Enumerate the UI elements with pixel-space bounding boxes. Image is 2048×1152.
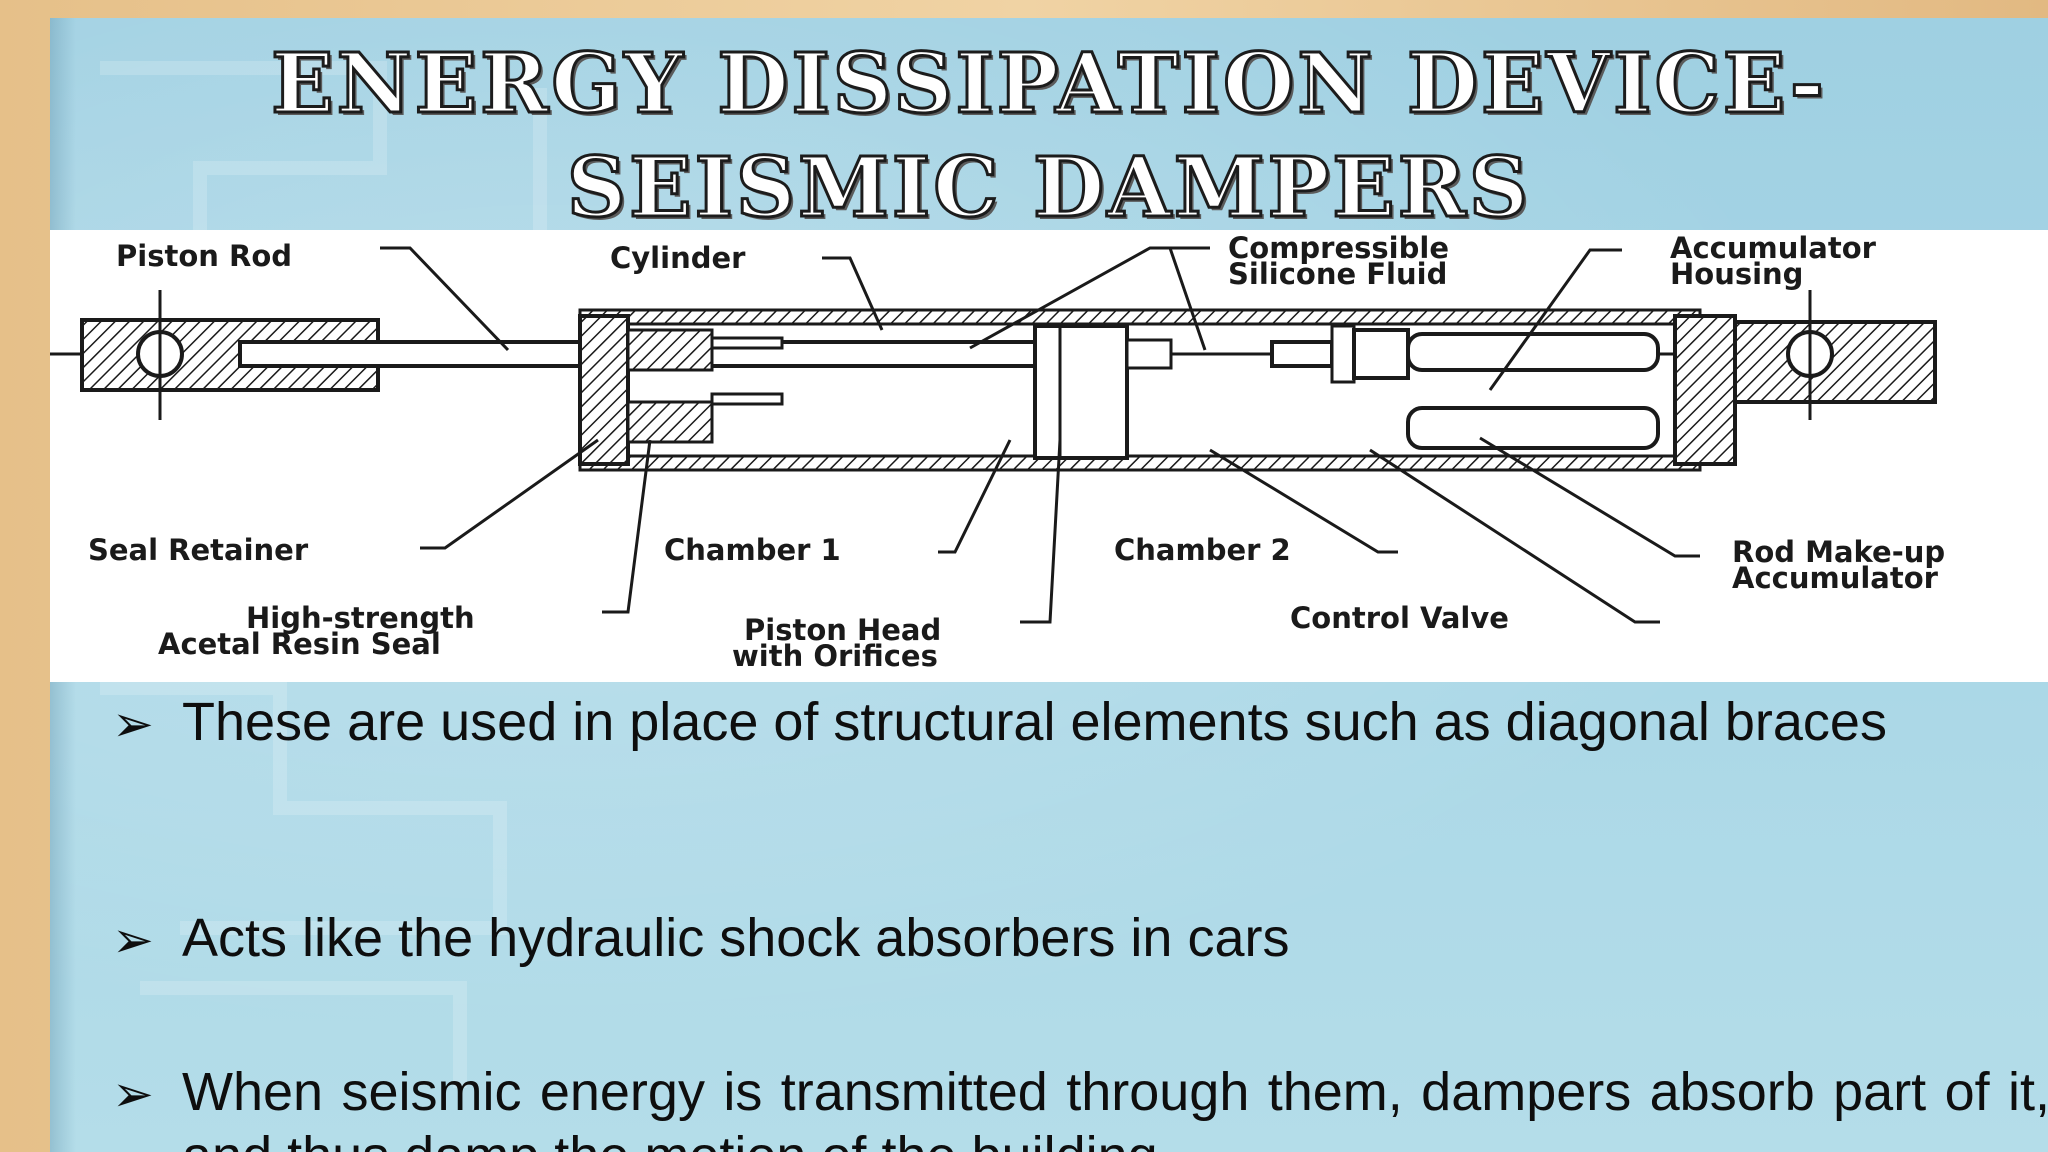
bullet-item: ➢ These are used in place of structural … — [112, 690, 2048, 754]
bullet-text: These are used in place of structural el… — [182, 692, 1887, 752]
label-seal-1: High-strength — [246, 601, 475, 635]
arrowhead-bullet-icon: ➢ — [112, 1065, 154, 1123]
control-valve — [1270, 324, 1410, 384]
label-control-valve: Control Valve — [1290, 601, 1509, 635]
title-line-2: SEISMIC DAMPERS — [565, 139, 1532, 238]
damper-diagram-svg: Piston Rod Cylinder Compressible Silicon… — [50, 231, 1945, 673]
leader-lines — [380, 246, 1700, 624]
label-housing-1: Accumulator — [1670, 231, 1877, 265]
label-fluid-1: Compressible — [1228, 231, 1449, 265]
arrowhead-bullet-icon: ➢ — [112, 695, 154, 753]
label-seal-retainer: Seal Retainer — [88, 533, 309, 567]
bullet-text: Acts like the hydraulic shock absorbers … — [182, 908, 1290, 968]
label-fluid-2: Silicone Fluid — [1228, 257, 1447, 291]
label-chamber-2: Chamber 2 — [1114, 533, 1291, 567]
damper-diagram: Piston Rod Cylinder Compressible Silicon… — [50, 230, 2048, 682]
accumulator — [1406, 332, 1660, 450]
slide-title: ENERGY DISSIPATION DEVICE- SEISMIC DAMPE… — [50, 32, 2048, 240]
arrowhead-bullet-icon: ➢ — [112, 911, 154, 969]
cylinder — [578, 308, 1702, 472]
label-head-1: Piston Head — [744, 613, 941, 647]
title-line-1: ENERGY DISSIPATION DEVICE- — [270, 35, 1827, 134]
label-cylinder: Cylinder — [610, 241, 746, 275]
bullet-text: When seismic energy is transmitted throu… — [182, 1062, 2048, 1152]
label-makeup-2: Accumulator — [1732, 561, 1939, 595]
slide: ENERGY DISSIPATION DEVICE- SEISMIC DAMPE… — [50, 18, 2048, 1152]
label-head-2: with Orifices — [732, 639, 938, 673]
piston-head — [1033, 324, 1173, 460]
label-chamber-1: Chamber 1 — [664, 533, 841, 567]
label-makeup-1: Rod Make-up — [1732, 535, 1945, 569]
bullet-item: ➢ Acts like the hydraulic shock absorber… — [112, 906, 2048, 970]
label-housing-2: Housing — [1670, 257, 1803, 291]
label-piston-rod: Piston Rod — [116, 239, 292, 273]
bullet-item: ➢ When seismic energy is transmitted thr… — [112, 1060, 2048, 1152]
diagram-labels: Piston Rod Cylinder Compressible Silicon… — [88, 231, 1945, 673]
right-clevis — [1673, 290, 1937, 466]
label-seal-2: Acetal Resin Seal — [158, 627, 441, 661]
